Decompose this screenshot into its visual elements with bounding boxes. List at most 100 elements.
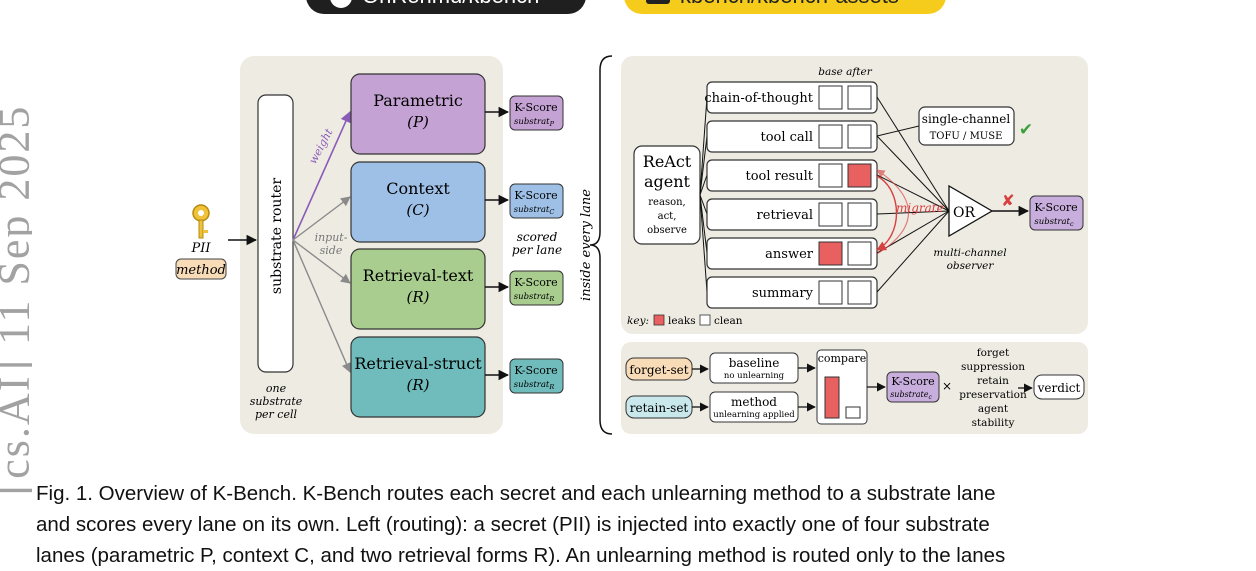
caption-line-2: and scores every lane on its own. Left (… [36, 513, 990, 536]
lane-brace [589, 55, 613, 435]
overview-diagram: PII method substrate router one substrat… [175, 55, 1088, 435]
channel-after-cell-2 [847, 163, 872, 188]
metric-5: agent [978, 403, 1009, 415]
pii-label: PII [190, 241, 211, 256]
agent-score-label: K-Score [1034, 201, 1077, 214]
compare-label: compare [818, 352, 867, 365]
key-clean: clean [714, 315, 743, 327]
pipeline-score-sub: substratec [890, 390, 932, 401]
agent-link-3 [699, 194, 708, 215]
lane-score-label-2: K-Score [514, 276, 557, 289]
single-channel-line1: single-channel [922, 112, 1011, 126]
brace-label: inside every lane [579, 189, 594, 301]
key-clean-swatch [699, 314, 711, 326]
compare-bars [824, 376, 861, 419]
edge-retrieval-struct [292, 239, 352, 373]
pipeline-score-box [886, 371, 940, 403]
verdict-box [1033, 374, 1085, 400]
cross-icon: ✘ [1001, 191, 1014, 210]
huggingface-icon [646, 0, 670, 5]
method-chip [175, 258, 227, 280]
channel-to-or-5 [876, 210, 950, 293]
channel-after-cell-4 [847, 241, 872, 266]
pipeline-score-label: K-Score [891, 375, 934, 388]
agent-title-2: agent [644, 172, 691, 191]
baseline-line1: baseline [729, 356, 780, 370]
verdict-label: verdict [1037, 381, 1081, 395]
input-side-label-2: side [320, 244, 343, 257]
metric-3: retain [977, 375, 1009, 387]
migrate-label: migrate [896, 201, 944, 215]
retain-set-label: retain-set [630, 401, 689, 415]
channel-label-5: summary [752, 286, 814, 301]
agent-link-0 [699, 96, 708, 196]
single-channel-box [918, 106, 1015, 146]
github-badge[interactable]: OnRehmu/kbench [306, 0, 586, 14]
agent-desc-3: observe [647, 225, 687, 236]
metric-2: suppression [961, 361, 1025, 373]
lane-score-sub-1: substratC [514, 205, 555, 216]
agent-score-sub: substratc [1034, 217, 1074, 228]
method-label: method [176, 263, 226, 278]
edge-context [292, 196, 351, 241]
key-leak-swatch [653, 314, 665, 326]
channel-base-cell-3 [818, 202, 843, 227]
lanes-group: Parametric(P)K-ScoresubstratPContext(C)K… [350, 73, 564, 418]
migrate-arrow-down [876, 175, 898, 251]
channel-to-or-3 [876, 210, 950, 215]
lane-box-3 [350, 336, 486, 418]
channel-after-cell-0 [847, 85, 872, 110]
channel-base-cell-5 [818, 280, 843, 305]
edge-parametric [292, 110, 352, 241]
agent-desc-1: reason, [648, 197, 685, 208]
check-icon: ✔ [1019, 120, 1033, 140]
router-note-2: substrate [250, 395, 303, 408]
router-note-3: per cell [255, 408, 297, 421]
channel-base-cell-0 [818, 85, 843, 110]
agent-link-5 [699, 194, 708, 293]
huggingface-badge[interactable]: kbench/kbench-assets [624, 0, 946, 14]
lane-score-label-3: K-Score [514, 364, 557, 377]
lane-symbol-1: (C) [406, 201, 429, 219]
github-badge-label: OnRehmu/kbench [362, 0, 539, 8]
channel-to-or-1 [876, 135, 950, 212]
scored-note-2: per lane [512, 243, 562, 257]
channel-base-cell-4 [818, 241, 843, 266]
lane-score-box-0 [509, 95, 564, 131]
lane-score-box-3 [509, 358, 564, 394]
metric-6: stability [972, 417, 1015, 429]
lane-box-0 [350, 73, 486, 155]
method-line2: unlearning applied [713, 410, 795, 420]
metric-4: preservation [959, 389, 1027, 401]
migrate-arrow-up [876, 169, 910, 255]
channel-after-cell-1 [847, 124, 872, 149]
times-sign: × [942, 379, 952, 393]
agent-score-box [1029, 195, 1084, 231]
github-icon [330, 0, 352, 9]
or-label: OR [953, 205, 975, 221]
compare-bar-1 [845, 406, 861, 419]
agent-title-1: ReAct [643, 152, 692, 171]
lane-symbol-3: (R) [407, 376, 430, 394]
key-prefix: key: [627, 315, 649, 327]
lane-name-1: Context [386, 179, 450, 198]
lane-box-2 [350, 248, 486, 330]
agent-desc-2: act, [658, 211, 677, 222]
key-leaks: leaks [668, 315, 696, 327]
lane-score-sub-3: substratR [514, 380, 555, 391]
lane-symbol-2: (R) [407, 288, 430, 306]
channel-to-single [876, 125, 920, 137]
edge-retrieval-text [292, 239, 351, 284]
lane-name-2: Retrieval-text [363, 266, 474, 285]
lane-score-label-0: K-Score [514, 101, 557, 114]
lane-score-label-1: K-Score [514, 189, 557, 202]
base-after-header: base after [818, 66, 873, 78]
channel-label-0: chain-of-thought [704, 91, 813, 106]
or-gate [948, 184, 994, 238]
channel-to-or-0 [876, 96, 950, 212]
lane-score-box-2 [509, 270, 564, 306]
key-icon [192, 204, 210, 239]
router-note-1: one [266, 382, 287, 395]
channel-to-or-2 [876, 174, 950, 212]
